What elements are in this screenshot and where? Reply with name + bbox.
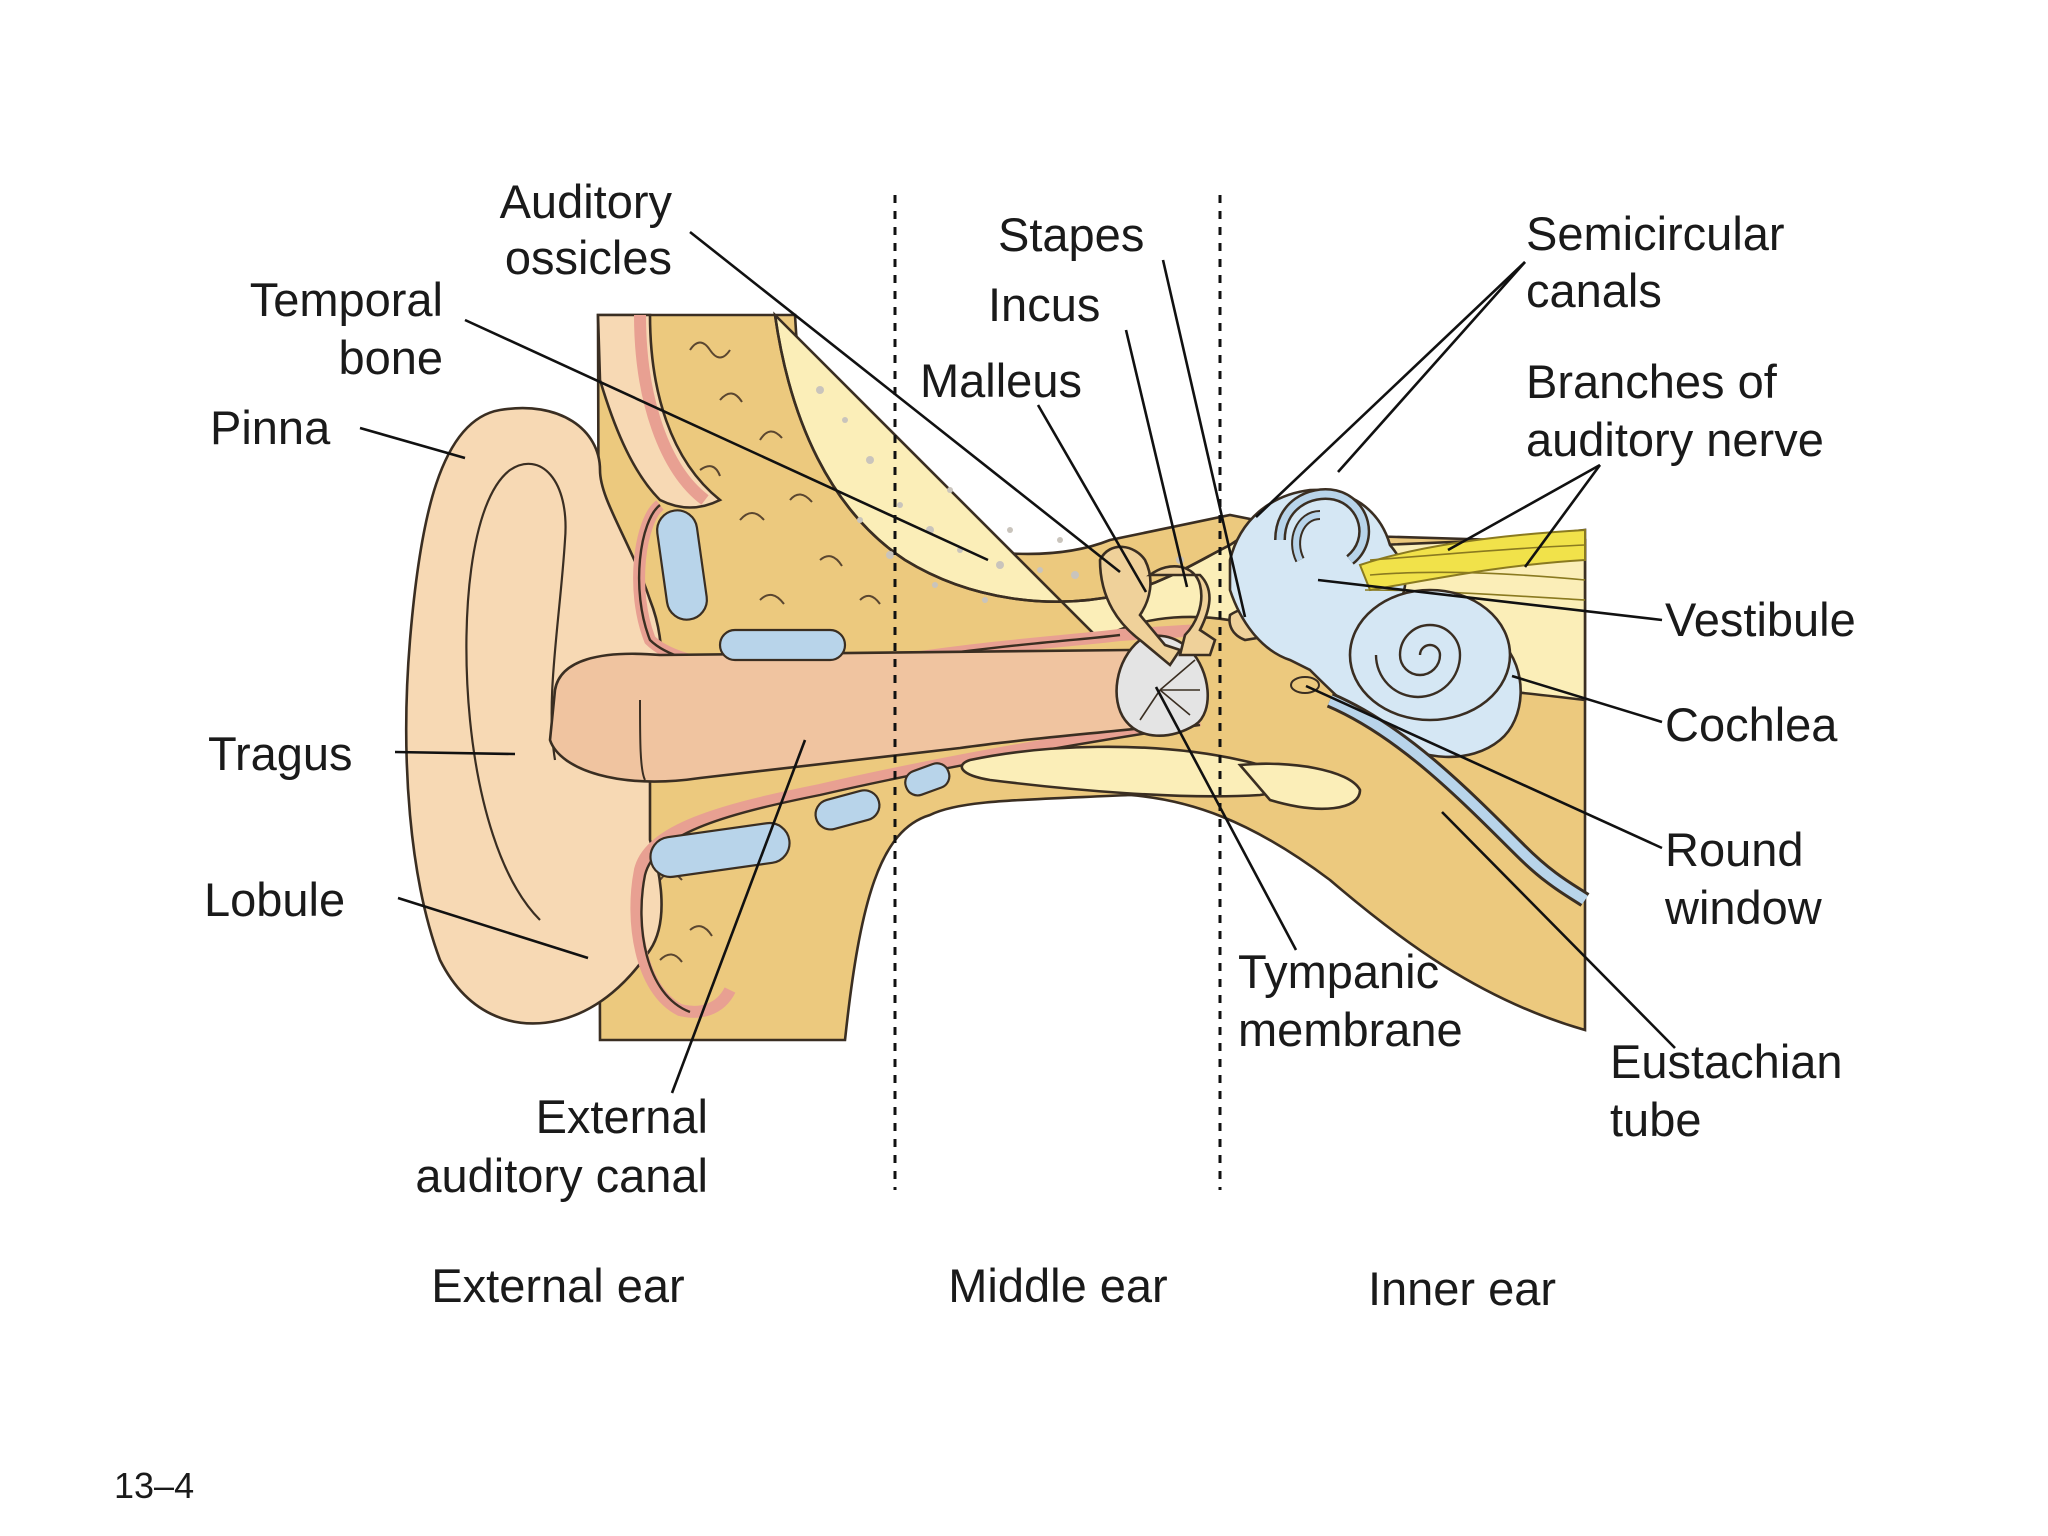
leader-tragus (394, 750, 516, 756)
label-semicircular-1: Semicircular (1526, 207, 1785, 260)
label-lobule: Lobule (204, 873, 345, 926)
semicircular-canals-shape (1274, 488, 1371, 565)
label-tympanic-2: membrane (1238, 1003, 1463, 1056)
label-temporal-bone-2: bone (338, 331, 443, 384)
leader-pinna (359, 426, 466, 460)
leader-round-window (1305, 684, 1663, 850)
leader-tympanic (1154, 686, 1298, 951)
label-temporal-bone-1: Temporal (250, 273, 443, 326)
helix-fold (465, 462, 567, 921)
leader-nerve-b (1523, 464, 1602, 568)
leader-nerve-a (1447, 463, 1601, 552)
label-vestibule: Vestibule (1665, 593, 1856, 646)
section-external-ear: External ear (431, 1259, 684, 1312)
leader-vestibule (1317, 578, 1663, 622)
section-titles: External ear Middle ear Inner ear (431, 1259, 1556, 1315)
label-eustachian-2: tube (1610, 1093, 1701, 1146)
fluid-pockets (649, 509, 951, 879)
label-external-canal-2: auditory canal (415, 1149, 708, 1202)
external-canal (548, 648, 1202, 783)
leader-temporal-bone (464, 318, 989, 562)
leader-semicircular-a (1255, 261, 1526, 518)
leader-external-canal (670, 739, 807, 1094)
leader-lobule (397, 896, 589, 960)
canal-lining-lower (630, 714, 1201, 1018)
section-inner-ear: Inner ear (1368, 1262, 1556, 1315)
label-external-canal-1: External (536, 1090, 708, 1143)
malleus-shape (1098, 545, 1183, 667)
label-round-window-2: window (1664, 881, 1823, 934)
label-tympanic-1: Tympanic (1238, 945, 1439, 998)
scalp-skin (596, 313, 723, 509)
leader-stapes (1161, 259, 1247, 618)
label-round-window-1: Round (1665, 823, 1804, 876)
label-nerve-1: Branches of (1526, 355, 1778, 408)
labels: Auditory ossicles Temporal bone Pinna Tr… (204, 175, 1856, 1202)
leader-eustachian (1441, 811, 1676, 1049)
leader-lines (359, 230, 1676, 1094)
label-eustachian-1: Eustachian (1610, 1035, 1843, 1088)
leader-incus (1124, 329, 1189, 588)
label-tragus: Tragus (208, 727, 353, 780)
label-auditory-ossicles-2: ossicles (505, 231, 672, 284)
label-incus: Incus (988, 278, 1100, 331)
incus-shape (1146, 565, 1217, 657)
cochlea-shape (1348, 588, 1512, 722)
label-semicircular-2: canals (1526, 264, 1662, 317)
label-stapes: Stapes (998, 208, 1144, 261)
neck-gap (900, 827, 1160, 1040)
section-middle-ear: Middle ear (948, 1259, 1167, 1312)
label-auditory-ossicles-1: Auditory (500, 175, 673, 228)
leader-semicircular-b (1337, 261, 1526, 473)
label-cochlea: Cochlea (1665, 698, 1838, 751)
pinna-shape (404, 406, 663, 1025)
leader-auditory-ossicles (689, 230, 1121, 574)
auditory-nerve-shape (1358, 528, 1586, 601)
label-pinna: Pinna (210, 401, 331, 454)
leader-cochlea (1511, 674, 1663, 724)
leader-malleus (1036, 404, 1148, 593)
ear-illustration (404, 311, 1590, 1042)
page-number: 13–4 (114, 1465, 194, 1506)
label-malleus: Malleus (920, 354, 1082, 407)
label-nerve-2: auditory nerve (1526, 413, 1824, 466)
bone-speckles (816, 386, 1184, 603)
